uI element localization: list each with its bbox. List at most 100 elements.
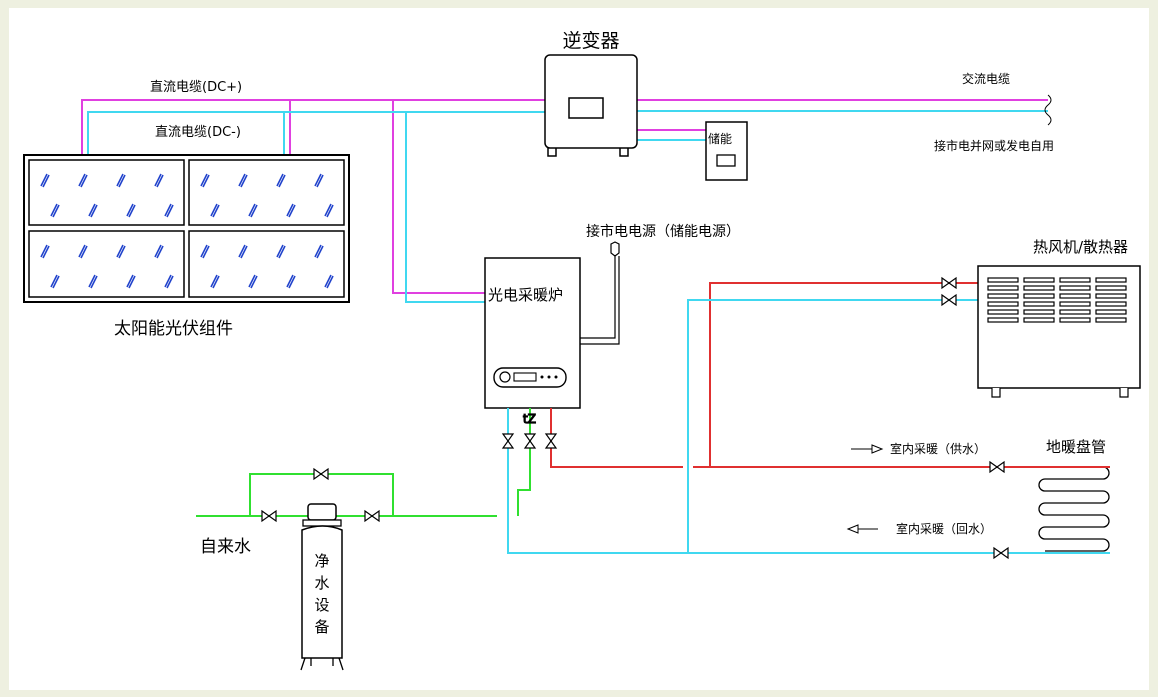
grid-connect-label: 接市电并网或发电自用 <box>934 138 1054 153</box>
dc-plus-cable <box>81 99 545 294</box>
fan-coil <box>977 265 1141 398</box>
tap-water-label: 自来水 <box>200 537 251 557</box>
grille-slot <box>1095 301 1127 307</box>
grille-slot <box>1059 277 1091 283</box>
grid-power-label: 接市电电源（储能电源） <box>586 223 740 240</box>
grille-slot <box>1023 293 1055 299</box>
valve-icon <box>364 509 380 523</box>
pv-cell-mark <box>200 244 210 259</box>
fan-coil-label: 热风机/散热器 <box>1033 238 1128 256</box>
pv-cell-mark <box>276 244 286 259</box>
pv-cell-mark <box>238 244 248 259</box>
pv-cell-mark <box>40 173 50 188</box>
grille-slot <box>1095 309 1127 315</box>
grille-slot <box>1023 277 1055 283</box>
valve-icon <box>941 276 957 290</box>
boiler-label: 光电采暖炉 <box>488 286 563 304</box>
pv-cell-mark <box>210 203 220 218</box>
grille-slot <box>987 317 1019 323</box>
diagram-canvas: tZ 逆变器 直流电缆(DC+) 直流电缆(DC-) 交流电缆 接市电并网或发电… <box>9 8 1149 690</box>
grille-slot <box>1095 317 1127 323</box>
pv-cell-mark <box>126 203 136 218</box>
grille-slot <box>987 309 1019 315</box>
pv-cell-mark <box>248 203 258 218</box>
boiler <box>484 257 581 409</box>
grille-slot <box>1059 293 1091 299</box>
pv-cell-mark <box>210 274 220 289</box>
dc-minus-cable <box>87 111 545 303</box>
pv-modules-label: 太阳能光伏组件 <box>114 319 233 339</box>
grille-slot <box>1023 285 1055 291</box>
grille-slot <box>987 293 1019 299</box>
dc-plus-label: 直流电缆(DC+) <box>150 79 242 95</box>
purifier-label-1: 净 <box>314 552 329 570</box>
system-diagram: tZ 逆变器 直流电缆(DC+) 直流电缆(DC-) 交流电缆 接市电并网或发电… <box>23 30 1141 671</box>
arrow-left-icon <box>846 524 878 534</box>
grille-slot <box>987 301 1019 307</box>
storage-label: 储能 <box>708 131 732 146</box>
valve-icon <box>544 433 558 449</box>
ac-cable <box>637 99 1048 141</box>
pv-cell-mark <box>164 274 174 289</box>
purifier-label-2: 水 <box>314 574 329 592</box>
pv-cell-mark <box>78 244 88 259</box>
pv-cell-mark <box>50 203 60 218</box>
inverter-label: 逆变器 <box>562 30 619 52</box>
pv-cell-mark <box>116 244 126 259</box>
grille-slot <box>987 285 1019 291</box>
grille-slot <box>987 277 1019 283</box>
pv-cell-mark <box>314 244 324 259</box>
grille-slot <box>1059 309 1091 315</box>
pv-cell-mark <box>314 173 324 188</box>
tap-water-pipe <box>196 408 531 517</box>
pv-cell-mark <box>276 173 286 188</box>
supply-pipe <box>550 282 1110 468</box>
inverter <box>544 54 638 157</box>
pv-cell-mark <box>126 274 136 289</box>
pv-cell-mark <box>324 274 334 289</box>
supply-label: 室内采暖（供水） <box>890 441 986 456</box>
grille-slot <box>1059 285 1091 291</box>
valve-icon <box>313 467 329 481</box>
valve-icon <box>993 546 1009 560</box>
valve-icon <box>941 293 957 307</box>
pv-cell-mark <box>324 203 334 218</box>
pipe-crossing <box>683 458 693 476</box>
cable-break-icon <box>1044 94 1052 126</box>
grille-slot <box>1095 285 1127 291</box>
valve-icon <box>989 460 1005 474</box>
valve-icon <box>261 509 277 523</box>
ac-cable-label: 交流电缆 <box>962 71 1010 86</box>
pv-cell-mark <box>238 173 248 188</box>
valve-icon <box>523 433 537 449</box>
dc-minus-label: 直流电缆(DC-) <box>155 124 241 140</box>
pv-cell-mark <box>88 203 98 218</box>
purifier-label-3: 设 <box>314 596 329 614</box>
pv-cell-mark <box>248 274 258 289</box>
water-purifier <box>300 503 344 671</box>
valve-icon <box>501 433 515 449</box>
pv-cell-mark <box>78 173 88 188</box>
floor-coil-label: 地暖盘管 <box>1046 438 1106 456</box>
pv-cell-mark <box>200 173 210 188</box>
check-valve-mark: tZ <box>523 412 536 426</box>
arrow-right-icon <box>851 444 884 454</box>
grille-slot <box>1023 317 1055 323</box>
pv-cell-mark <box>116 173 126 188</box>
pv-cell-mark <box>50 274 60 289</box>
return-label: 室内采暖（回水） <box>896 521 992 536</box>
purifier-label-4: 备 <box>314 618 329 636</box>
pv-cell-mark <box>154 244 164 259</box>
pv-cell-mark <box>88 274 98 289</box>
pv-cell-mark <box>286 203 296 218</box>
plug-icon <box>580 241 620 345</box>
grille-slot <box>1095 293 1127 299</box>
floor-coil <box>1038 466 1110 552</box>
pv-modules <box>23 154 350 303</box>
grille-slot <box>1023 309 1055 315</box>
grille-slot <box>1059 301 1091 307</box>
pv-cell-mark <box>40 244 50 259</box>
storage-unit <box>705 121 748 181</box>
grille-slot <box>1095 277 1127 283</box>
grille-slot <box>1059 317 1091 323</box>
